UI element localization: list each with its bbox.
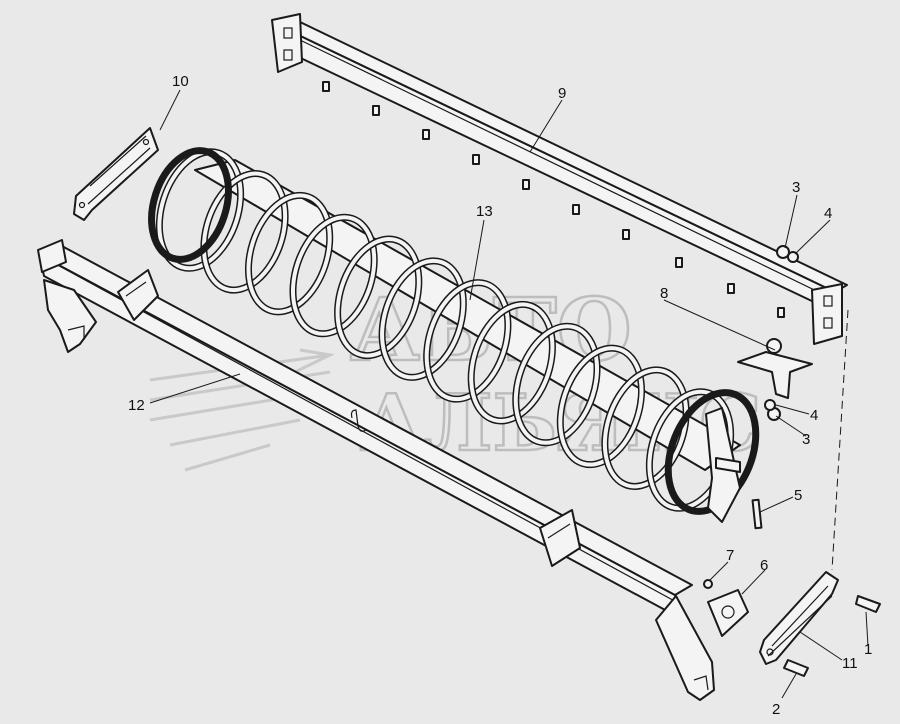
part-6-flange bbox=[707, 589, 749, 637]
roller-coil-turn bbox=[469, 302, 555, 423]
callout-11: 11 bbox=[842, 655, 858, 672]
callout-labels: 10 9 13 3 4 8 4 3 5 6 7 12 11 1 2 bbox=[128, 73, 872, 718]
roller-coil-turn bbox=[201, 171, 288, 293]
fastener-set-upper bbox=[776, 245, 799, 263]
roller-coil-turn bbox=[558, 346, 644, 467]
callout-6: 6 bbox=[760, 557, 768, 574]
roller-coil-turn bbox=[513, 324, 600, 445]
part-11-right-bracket bbox=[759, 571, 839, 665]
lower-frame-left-foot bbox=[43, 279, 97, 353]
part-12-lower-frame bbox=[37, 239, 715, 701]
roller-end-plate bbox=[705, 407, 741, 523]
callout-4-lower: 4 bbox=[810, 407, 818, 424]
callout-9: 9 bbox=[558, 85, 566, 102]
roller-coil-turn bbox=[424, 280, 510, 402]
u-bolt bbox=[350, 409, 367, 432]
lower-frame-right-foot bbox=[655, 595, 715, 701]
upper-beam-bolts bbox=[322, 81, 785, 318]
callout-3-upper: 3 bbox=[792, 179, 800, 196]
roller-coil-turn bbox=[290, 215, 377, 336]
lower-frame-left-end bbox=[37, 239, 67, 273]
callout-3-lower: 3 bbox=[802, 431, 810, 448]
washer-4-upper bbox=[787, 251, 799, 263]
callout-12: 12 bbox=[128, 397, 145, 414]
callout-5: 5 bbox=[794, 487, 802, 504]
upper-beam-left-plate bbox=[271, 13, 303, 73]
part-2-bolt bbox=[783, 659, 809, 677]
callout-10: 10 bbox=[172, 73, 189, 90]
upper-beam-right-plate bbox=[811, 283, 843, 345]
callout-4-upper: 4 bbox=[824, 205, 832, 222]
roller-coil-turn bbox=[246, 193, 332, 314]
callout-13: 13 bbox=[476, 203, 493, 220]
part-7-washer bbox=[703, 579, 713, 589]
callout-2: 2 bbox=[772, 701, 780, 718]
roller-coil-turn bbox=[380, 258, 466, 380]
roller-coil-turn bbox=[602, 367, 689, 489]
lower-frame-clamp-left bbox=[117, 269, 159, 321]
callout-7: 7 bbox=[726, 547, 734, 564]
callout-8: 8 bbox=[660, 285, 668, 302]
washer-4-lower bbox=[764, 399, 776, 411]
roller-stub-axle bbox=[715, 457, 741, 473]
part-1-bolt bbox=[855, 595, 881, 613]
part-9-upper-beam bbox=[271, 13, 848, 345]
roller-coil-end bbox=[664, 389, 760, 515]
callout-1: 1 bbox=[864, 641, 872, 658]
roller-coil-start bbox=[148, 147, 232, 263]
roller-coil-turn bbox=[335, 237, 421, 358]
assembly-line bbox=[831, 309, 849, 571]
part-13-spiral-roller bbox=[148, 147, 760, 515]
part-5-pin bbox=[751, 498, 763, 530]
part-8-hub bbox=[737, 338, 813, 399]
nut-3-upper bbox=[776, 245, 790, 259]
roller-coil-turn bbox=[157, 149, 243, 271]
leader-lines bbox=[149, 89, 869, 699]
part-10-left-bracket bbox=[73, 127, 159, 221]
